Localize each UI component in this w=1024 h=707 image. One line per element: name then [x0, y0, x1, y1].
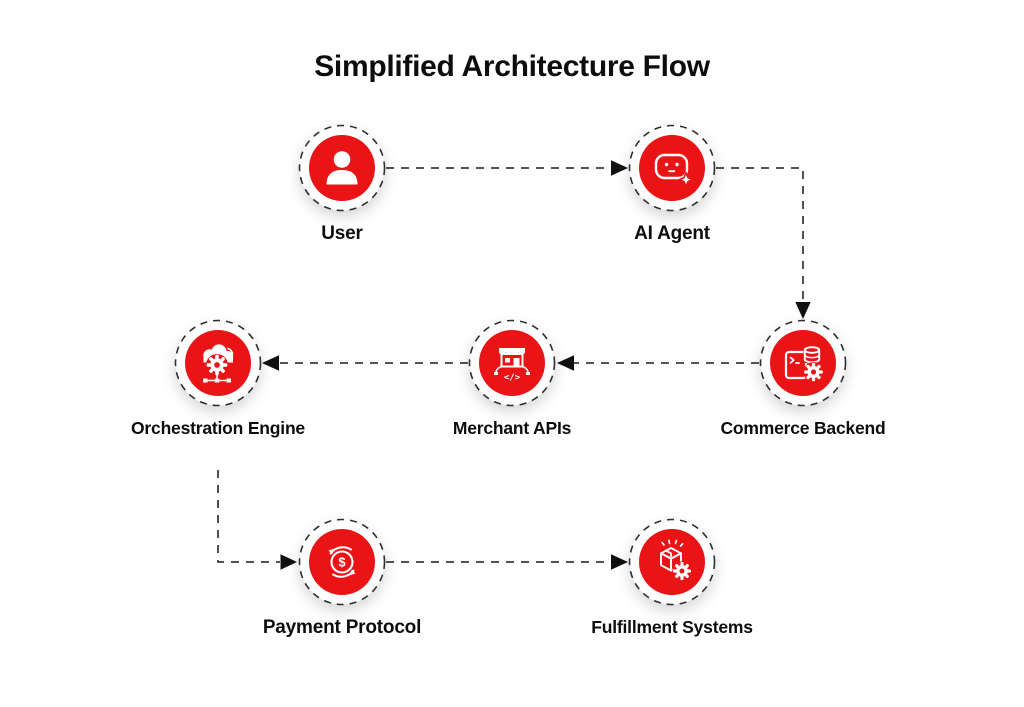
node-label-ai-agent: AI Agent [634, 223, 710, 244]
node-label-commerce-backend: Commerce Backend [720, 418, 886, 438]
node-commerce-backend: Commerce Backend [693, 313, 913, 439]
edge-ai-agent-to-commerce-backend [716, 167, 811, 319]
diagram-title: Simplified Architecture Flow [314, 50, 710, 83]
svg-text:$: $ [338, 555, 346, 570]
package-gear-icon [660, 539, 692, 581]
node-label-user: User [321, 223, 363, 244]
cloud-gear-network-icon [203, 344, 234, 383]
node-ai-agent: AI Agent [562, 118, 782, 245]
edge-user-to-ai-agent [386, 160, 628, 176]
node-label-payment-protocol: Payment Protocol [262, 617, 422, 638]
edge-payment-protocol-to-fulfillment-systems [386, 554, 628, 570]
node-user: User [232, 118, 452, 245]
storefront-code-icon: </> [494, 348, 530, 383]
node-orchestration-engine: Orchestration Engine [108, 313, 328, 439]
node-label-orchestration-engine: Orchestration Engine [131, 418, 305, 438]
dollar-coin-transfer-icon: $ [328, 546, 356, 578]
edge-commerce-backend-to-merchant-apis [557, 355, 759, 371]
node-merchant-apis: </> Merchant APIs [402, 313, 622, 439]
edge-orchestration-engine-to-payment-protocol [217, 470, 297, 570]
node-label-fulfillment-systems: Fulfillment Systems [591, 617, 753, 637]
svg-text:</>: </> [504, 373, 521, 383]
user-icon [326, 151, 358, 185]
node-label-merchant-apis: Merchant APIs [452, 418, 572, 438]
terminal-database-gear-icon [784, 346, 824, 382]
edge-merchant-apis-to-orchestration-engine [262, 355, 468, 371]
robot-chat-sparkle-icon [654, 153, 695, 189]
node-payment-protocol: $ Payment Protocol [232, 512, 452, 639]
node-fulfillment-systems: Fulfillment Systems [562, 512, 782, 638]
